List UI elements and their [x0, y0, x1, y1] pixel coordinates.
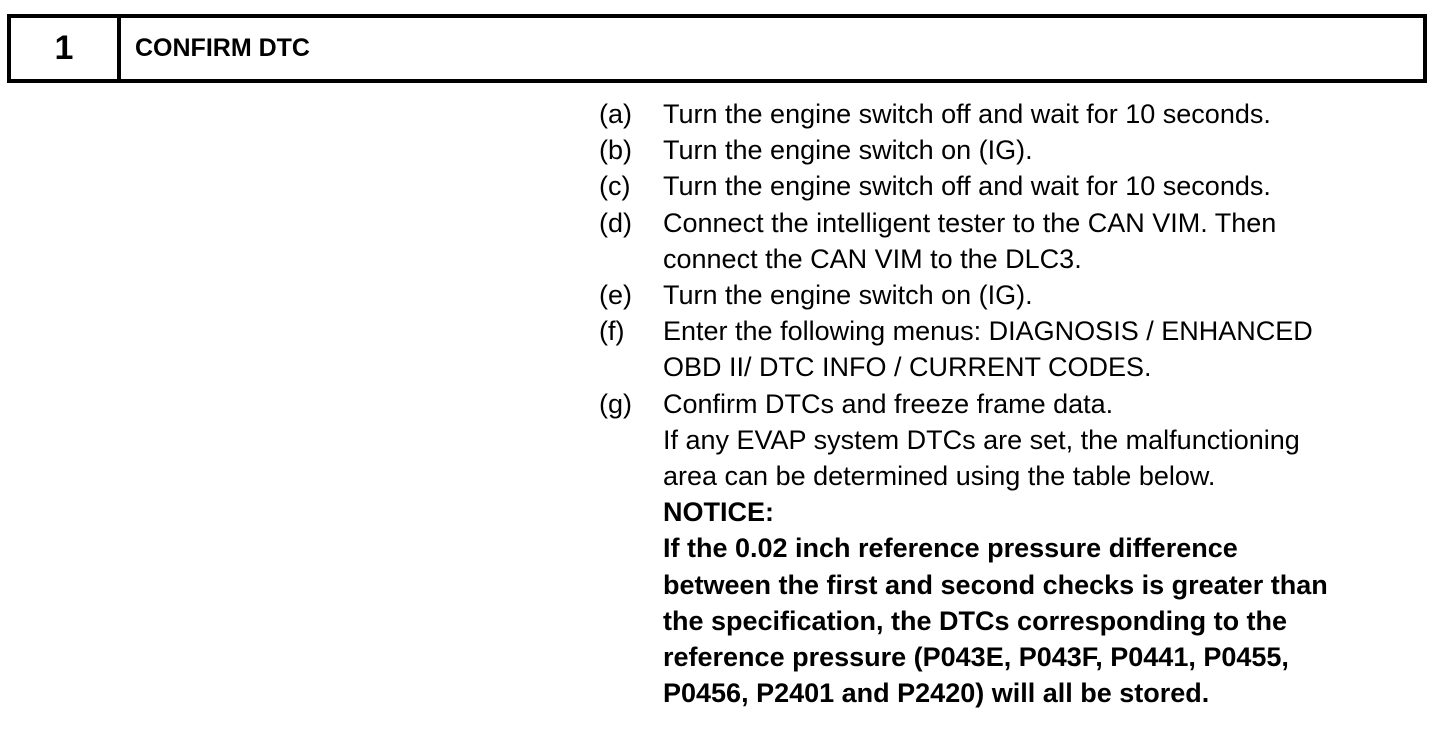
instruction-step-c: (c) Turn the engine switch off and wait … — [599, 168, 1429, 204]
step-text-line: area can be determined using the table b… — [663, 461, 1216, 492]
step-text: Enter the following menus: DIAGNOSIS / E… — [663, 313, 1429, 385]
step-text-line: OBD II/ DTC INFO / CURRENT CODES. — [663, 352, 1152, 383]
step-letter: (a) — [599, 99, 632, 129]
instruction-step-f: (f) Enter the following menus: DIAGNOSIS… — [599, 313, 1429, 385]
step-text-line: Turn the engine switch off and wait for … — [663, 171, 1271, 202]
notice-text-line: reference pressure (P043E, P043F, P0441,… — [663, 642, 1289, 673]
notice-text-line: the specification, the DTCs correspondin… — [663, 605, 1288, 636]
notice-text-line: If the 0.02 inch reference pressure diff… — [663, 533, 1238, 564]
step-text: Turn the engine switch off and wait for … — [663, 168, 1429, 204]
notice-label: NOTICE: — [663, 497, 774, 528]
instruction-step-g: (g) Confirm DTCs and freeze frame data. … — [599, 386, 1429, 712]
step-text-line: Turn the engine switch on (IG). — [663, 135, 1033, 166]
step-text-line: connect the CAN VIM to the DLC3. — [663, 243, 1082, 274]
step-text-line: If any EVAP system DTCs are set, the mal… — [663, 424, 1300, 455]
step-text-line: Turn the engine switch on (IG). — [663, 280, 1033, 311]
step-letter: (e) — [599, 280, 632, 311]
step-text: Connect the intelligent tester to the CA… — [663, 205, 1429, 277]
step-title: CONFIRM DTC — [135, 34, 310, 62]
step-letter: (b) — [599, 135, 632, 166]
instruction-step-a: (a) Turn the engine switch off and wait … — [599, 96, 1429, 132]
step-text: Turn the engine switch on (IG). — [663, 277, 1429, 313]
instruction-list: (a) Turn the engine switch off and wait … — [599, 96, 1429, 711]
instruction-step-d: (d) Connect the intelligent tester to th… — [599, 205, 1429, 277]
notice-text-line: P0456, P2401 and P2420) will all be stor… — [663, 678, 1210, 709]
step-text: Confirm DTCs and freeze frame data. If a… — [663, 386, 1429, 712]
step-letter: (d) — [599, 207, 632, 238]
step-text-line: Connect the intelligent tester to the CA… — [663, 207, 1277, 238]
step-text: Turn the engine switch on (IG). — [663, 132, 1429, 168]
step-text-line: Enter the following menus: DIAGNOSIS / E… — [663, 316, 1313, 347]
step-letter: (f) — [599, 316, 625, 347]
step-letter: (c) — [599, 171, 631, 202]
instruction-step-b: (b) Turn the engine switch on (IG). — [599, 132, 1429, 168]
step-number: 1 — [11, 18, 121, 79]
step-header: 1 CONFIRM DTC — [7, 14, 1427, 83]
step-text-line: Confirm DTCs and freeze frame data. — [663, 388, 1114, 419]
notice-text-line: between the first and second checks is g… — [663, 569, 1328, 600]
step-letter: (g) — [599, 388, 632, 419]
step-text-line: Turn the engine switch off and wait for … — [663, 99, 1271, 129]
step-text: Turn the engine switch off and wait for … — [663, 96, 1429, 132]
instruction-step-e: (e) Turn the engine switch on (IG). — [599, 277, 1429, 313]
